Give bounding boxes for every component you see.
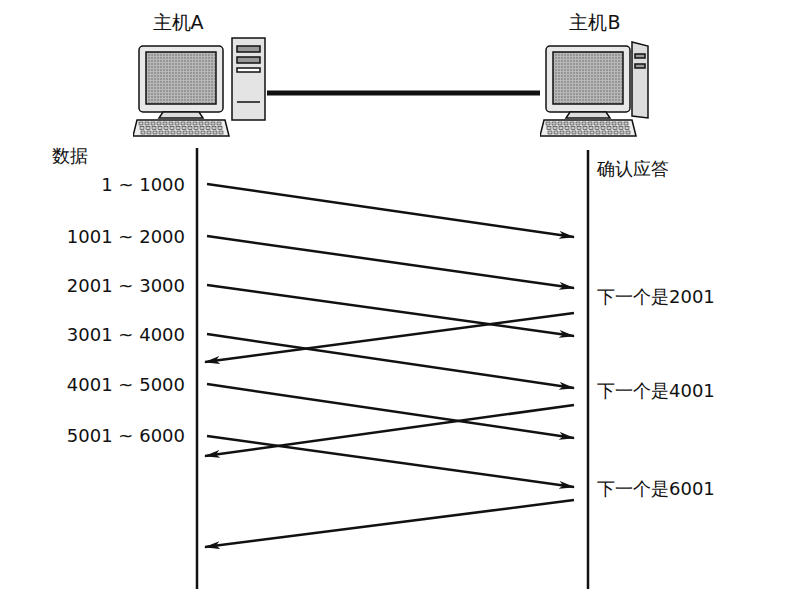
host-b-timeline	[587, 150, 590, 589]
ack-arrows	[205, 313, 574, 547]
host-computer: 主机A	[133, 12, 267, 140]
column-heading: 数据	[52, 146, 88, 166]
segment-arrows	[207, 184, 574, 487]
host-a-timeline	[196, 148, 199, 589]
byte-range: 1 ~ 1000	[101, 175, 185, 195]
byte-range: 1001 ~ 2000	[67, 227, 185, 247]
byte-range: 4001 ~ 5000	[67, 375, 185, 395]
ack-number: 下一个是6001	[597, 479, 715, 499]
byte-range: 5001 ~ 6000	[67, 426, 185, 446]
host-label: 主机B	[569, 12, 620, 33]
byte-range: 3001 ~ 4000	[67, 325, 185, 345]
network-cable	[267, 91, 540, 96]
host-computer: 主机B	[540, 12, 652, 140]
host-label: 主机A	[153, 12, 204, 33]
column-heading: 确认应答	[597, 159, 669, 179]
ack-number: 下一个是2001	[597, 287, 715, 307]
byte-range: 2001 ~ 3000	[67, 276, 185, 296]
ack-number: 下一个是4001	[597, 381, 715, 401]
